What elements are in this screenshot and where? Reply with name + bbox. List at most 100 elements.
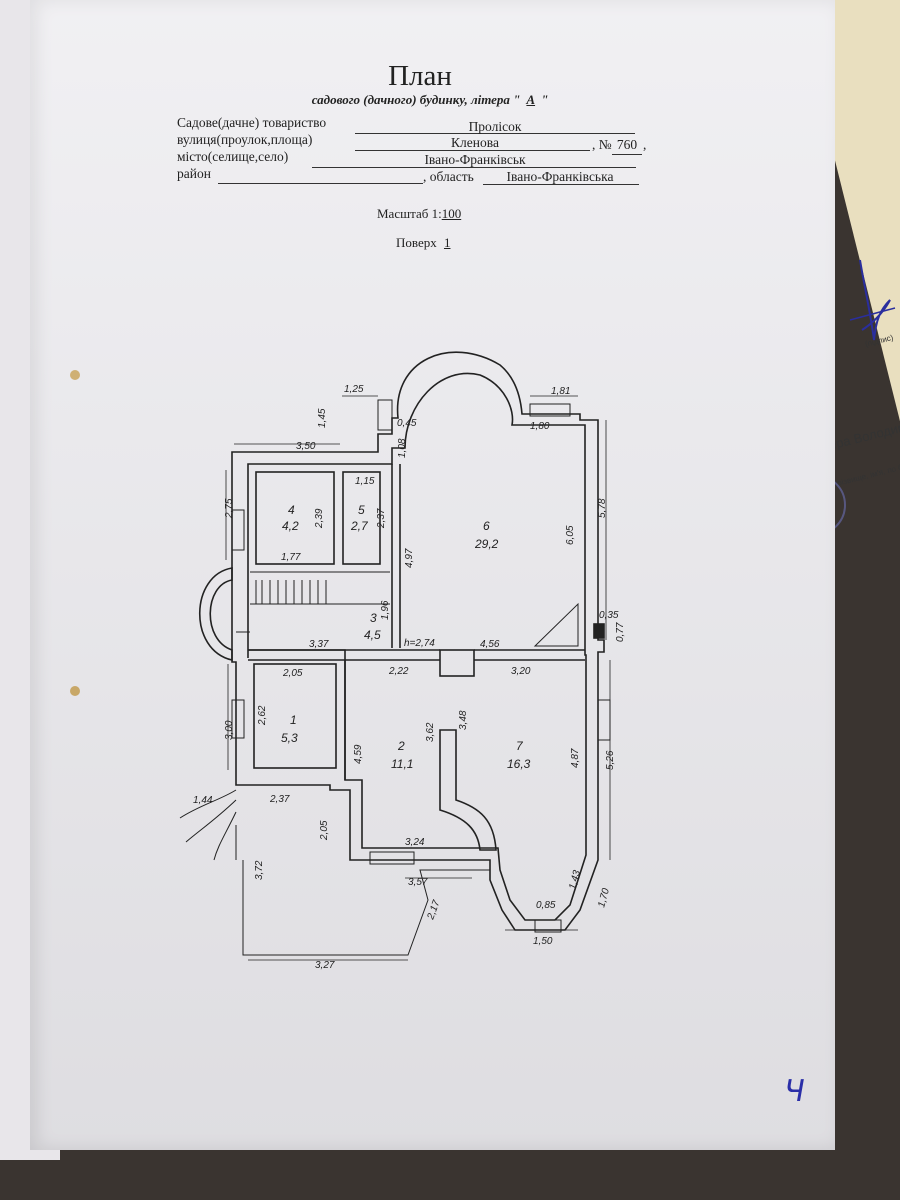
society-label: Садове(дачне) товариство (177, 115, 327, 130)
dimension-label: 3,48 (458, 710, 469, 730)
room-area-7: 16,3 (507, 757, 531, 771)
dimension-label: 0,45 (397, 418, 417, 429)
room-area-6: 29,2 (474, 537, 499, 551)
room-number-7: 7 (516, 739, 524, 753)
scale-value: 100 (441, 206, 462, 221)
porch (242, 860, 490, 956)
city-value: Івано-Франківськ (424, 152, 526, 167)
dimension-label: 1,44 (193, 795, 213, 806)
room-area-5: 2,7 (350, 519, 369, 533)
dimension-label: 2,62 (257, 705, 268, 726)
dimension-label: 2,05 (282, 668, 303, 679)
number-value: 760 (616, 137, 638, 152)
ceiling-height: h=2,74 (404, 638, 435, 649)
street-label: вулиця(проулок,площа) (177, 132, 313, 147)
dimension-label: 1,08 (397, 438, 408, 458)
document-subtitle: садового (дачного) будинку, літера " А " (280, 92, 580, 108)
dimension-label: 1,96 (380, 600, 391, 620)
region-value: Івано-Франківська (506, 169, 614, 184)
room-area-1: 5,3 (281, 731, 298, 745)
room-number-1: 1 (290, 713, 297, 727)
dimension-label: 4,59 (353, 744, 364, 764)
dimension-label: 2,22 (388, 666, 409, 677)
dimension-label: 2,37 (269, 794, 290, 805)
dimension-label: 1,43 (567, 869, 583, 891)
spiral-steps (179, 789, 237, 861)
room-4-outline (255, 471, 335, 565)
society-value: Пролісок (468, 119, 522, 134)
subtitle-prefix: садового (дачного) будинку, літера " (311, 92, 521, 107)
dimension-label: 3,72 (254, 860, 265, 880)
room-number-2: 2 (397, 739, 405, 753)
dimension-label: 1,70 (596, 887, 612, 909)
number-underline (612, 154, 642, 155)
inner-wall (247, 372, 587, 921)
room-5-outline (342, 471, 381, 565)
dimension-label: 3,20 (511, 666, 531, 677)
dimension-label: 1,81 (551, 386, 570, 397)
street-value: Кленова (451, 135, 499, 150)
room-number-4: 4 (288, 503, 295, 517)
floor-plan-sheet (30, 0, 835, 1150)
room-area-4: 4,2 (282, 519, 299, 533)
dimension-label: 3,50 (296, 441, 316, 452)
number-label: , № (592, 137, 612, 152)
room-area-2: 11,1 (391, 757, 413, 771)
floor-label: Поверх (396, 235, 437, 250)
dimension-label: 4,87 (570, 748, 581, 768)
dimension-label: 5,26 (605, 750, 616, 770)
dimension-label: 5,78 (597, 498, 608, 518)
dimension-label: 3,37 (309, 639, 329, 650)
dimension-label: 0,35 (599, 610, 619, 621)
scale-line: Масштаб 1:100 (377, 206, 461, 222)
dimension-label: 1,15 (355, 476, 375, 487)
dimension-label: 2,75 (224, 498, 235, 519)
floor-line: Поверх 1 (396, 235, 454, 251)
dimension-label: 2,37 (376, 508, 387, 529)
binder-hole (70, 686, 80, 696)
city-underline (312, 167, 636, 168)
region-underline (483, 184, 639, 185)
dimension-label: 3,27 (315, 960, 335, 971)
district-label: район (177, 166, 211, 181)
room-number-5: 5 (358, 503, 365, 517)
dimension-label: 1,45 (317, 408, 328, 428)
background-signature (849, 259, 896, 341)
dimension-label: 1,77 (281, 552, 301, 563)
bay-window-left (199, 567, 233, 662)
number-suffix: , (643, 137, 647, 152)
dimension-label: 2,39 (314, 508, 325, 529)
city-label: місто(селище,село) (177, 149, 289, 164)
stairs (236, 571, 390, 633)
dimension-label: 1,50 (533, 936, 553, 947)
binder-hole (70, 370, 80, 380)
street-underline (355, 150, 590, 151)
society-underline (355, 133, 635, 134)
dimension-label: 0,85 (536, 900, 556, 911)
outer-wall (231, 351, 605, 931)
region-label: , область (423, 169, 474, 184)
dimension-label: 4,97 (404, 548, 415, 568)
dimension-label: 3,62 (425, 722, 436, 742)
scale-label: Масштаб 1: (377, 206, 442, 221)
room-area-3: 4,5 (364, 628, 381, 642)
dimension-label: 2,05 (319, 820, 330, 841)
dimension-label: 3,00 (224, 720, 235, 740)
fireplace (533, 602, 579, 647)
room-number-3: 3 (370, 611, 377, 625)
litera-value: А (526, 92, 536, 107)
dimension-label: 3,24 (405, 837, 425, 848)
dimension-label: 1,80 (530, 421, 550, 432)
floor-value: 1 (443, 235, 451, 250)
room-1-outline (253, 663, 337, 769)
dimension-label: 6,05 (565, 525, 576, 545)
dimension-label: 3,57 (408, 877, 428, 888)
dimension-label: 0,77 (615, 622, 626, 642)
document-title: План (388, 60, 452, 92)
dimension-label: 4,56 (480, 639, 500, 650)
subtitle-suffix: " (541, 92, 549, 107)
district-underline (218, 183, 423, 184)
room-number-6: 6 (483, 519, 490, 533)
dimension-label: 1,25 (344, 384, 364, 395)
